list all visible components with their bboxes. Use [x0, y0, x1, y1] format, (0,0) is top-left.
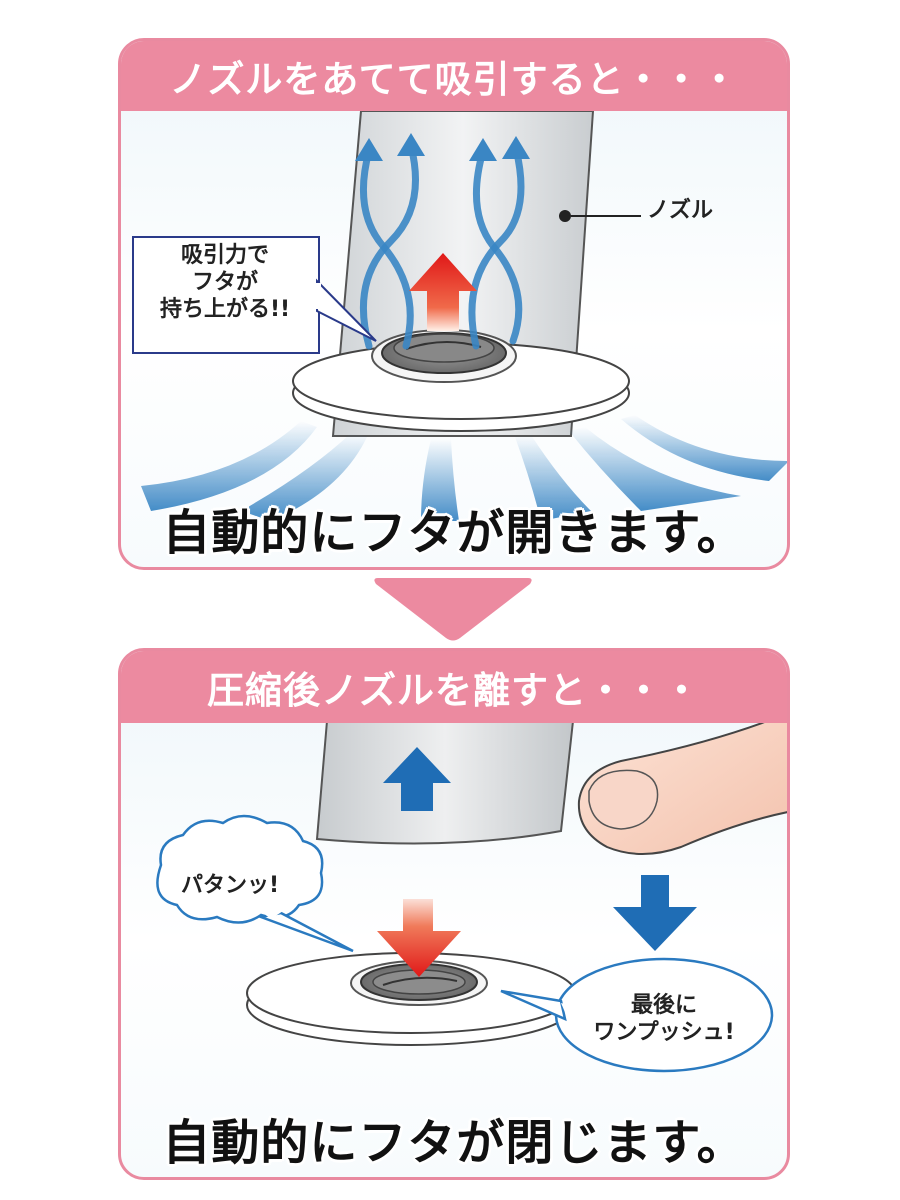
red-down-arrow-icon	[377, 899, 461, 977]
blue-down-arrow-icon	[613, 875, 697, 951]
step-2-header-text: 圧縮後ノズルを離すと・・・	[207, 669, 701, 712]
valve-icon	[371, 329, 517, 383]
blue-up-arrow-icon	[383, 747, 451, 811]
step-2-header: 圧縮後ノズルを離すと・・・	[121, 651, 787, 723]
patan-callout	[156, 814, 354, 953]
step-1-panel: ノズルをあてて吸引すると・・・ ノズル 吸引力で フタが 持ち上がる!! 自動的…	[118, 38, 790, 570]
step-2-caption: 自動的にフタが閉じます。	[162, 1115, 746, 1171]
suction-callout	[132, 236, 377, 354]
callout-line: 持ち上がる!!	[159, 296, 291, 322]
suction-callout-text: 吸引力で フタが 持ち上がる!!	[135, 243, 315, 323]
inflow-airflow	[141, 415, 787, 521]
callout-line: 吸引力で	[180, 243, 269, 268]
step-1-header: ノズルをあてて吸引すると・・・	[121, 41, 787, 111]
step-1-header-text: ノズルをあてて吸引すると・・・	[169, 58, 739, 101]
step-1-caption: 自動的にフタが開きます。	[162, 505, 746, 561]
callout-line: ワンプッシュ!	[593, 1019, 735, 1045]
push-callout-text: 最後に ワンプッシュ!	[569, 993, 759, 1047]
callout-line: フタが	[191, 269, 258, 295]
upward-airflow	[359, 142, 525, 350]
valve-icon	[350, 960, 488, 1006]
red-up-arrow-icon	[409, 253, 477, 331]
finger-icon	[577, 712, 787, 855]
release-illustration	[156, 712, 787, 1073]
callout-line: 最後に	[630, 993, 697, 1018]
patan-callout-text: パタンッ!	[180, 873, 280, 898]
suction-illustration	[132, 110, 787, 521]
push-callout	[500, 957, 774, 1073]
nozzle-label: ノズル	[647, 198, 714, 223]
step-2-panel: 圧縮後ノズルを離すと・・・ パタンッ! 最後に ワンプッシュ! 自動的にフタが閉…	[118, 648, 790, 1180]
